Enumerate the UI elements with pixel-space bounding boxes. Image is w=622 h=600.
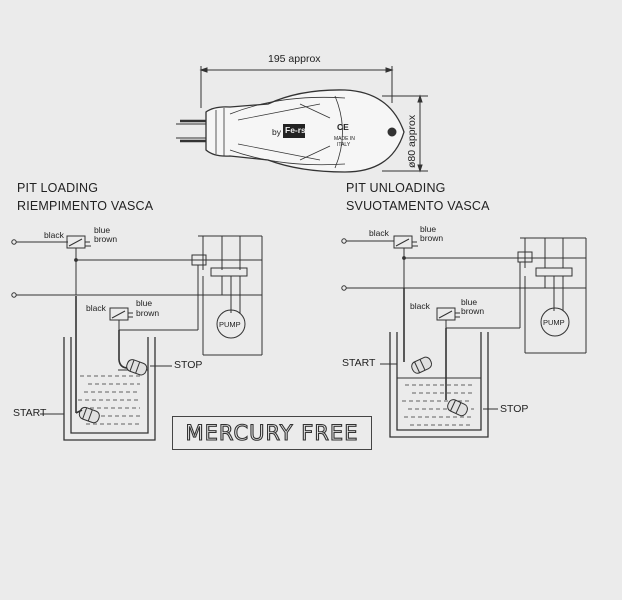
right-bottom-brown-label: brown <box>461 306 485 316</box>
left-pump-motor <box>216 309 246 339</box>
brand-logo: Fe-rs <box>285 125 306 135</box>
length-dimension-label: 195 approx <box>268 53 321 65</box>
right-pump-label: PUMP <box>543 318 565 327</box>
left-diagram-title: PIT LOADING <box>17 181 99 195</box>
left-top-black-label: black <box>44 230 64 240</box>
right-circuit <box>341 235 587 438</box>
left-start-label: START <box>13 407 47 419</box>
right-top-brown-label: brown <box>420 233 444 243</box>
right-start-label: START <box>342 357 376 369</box>
mercury-free-badge: MERCURY FREE <box>172 416 372 450</box>
left-pump-label: PUMP <box>219 320 241 329</box>
right-bottom-black-label: black <box>410 301 430 311</box>
right-pump-motor <box>540 307 570 337</box>
left-stop-label: STOP <box>174 359 203 371</box>
brand-prefix: by <box>272 127 281 137</box>
ce-mark: CE <box>337 122 349 132</box>
left-diagram-subtitle: RIEMPIMENTO VASCA <box>17 199 154 213</box>
diameter-dimension-label: ø80 approx <box>406 114 418 168</box>
left-top-blue-label: blue <box>94 225 111 235</box>
made-in-label: MADE IN <box>334 136 355 142</box>
right-top-black-label: black <box>369 228 389 238</box>
right-top-blue-label: blue <box>420 224 437 234</box>
left-circuit <box>11 235 263 441</box>
country-label: ITALY <box>337 142 351 148</box>
left-bottom-blue-label: blue <box>136 298 153 308</box>
float-switch-drawing <box>176 66 428 173</box>
right-stop-label: STOP <box>500 403 529 415</box>
left-bottom-brown-label: brown <box>136 308 160 318</box>
left-top-brown-label: brown <box>94 234 118 244</box>
right-diagram-title: PIT UNLOADING <box>346 181 446 195</box>
right-diagram-subtitle: SVUOTAMENTO VASCA <box>346 199 490 213</box>
right-bottom-blue-label: blue <box>461 297 478 307</box>
left-bottom-black-label: black <box>86 303 106 313</box>
